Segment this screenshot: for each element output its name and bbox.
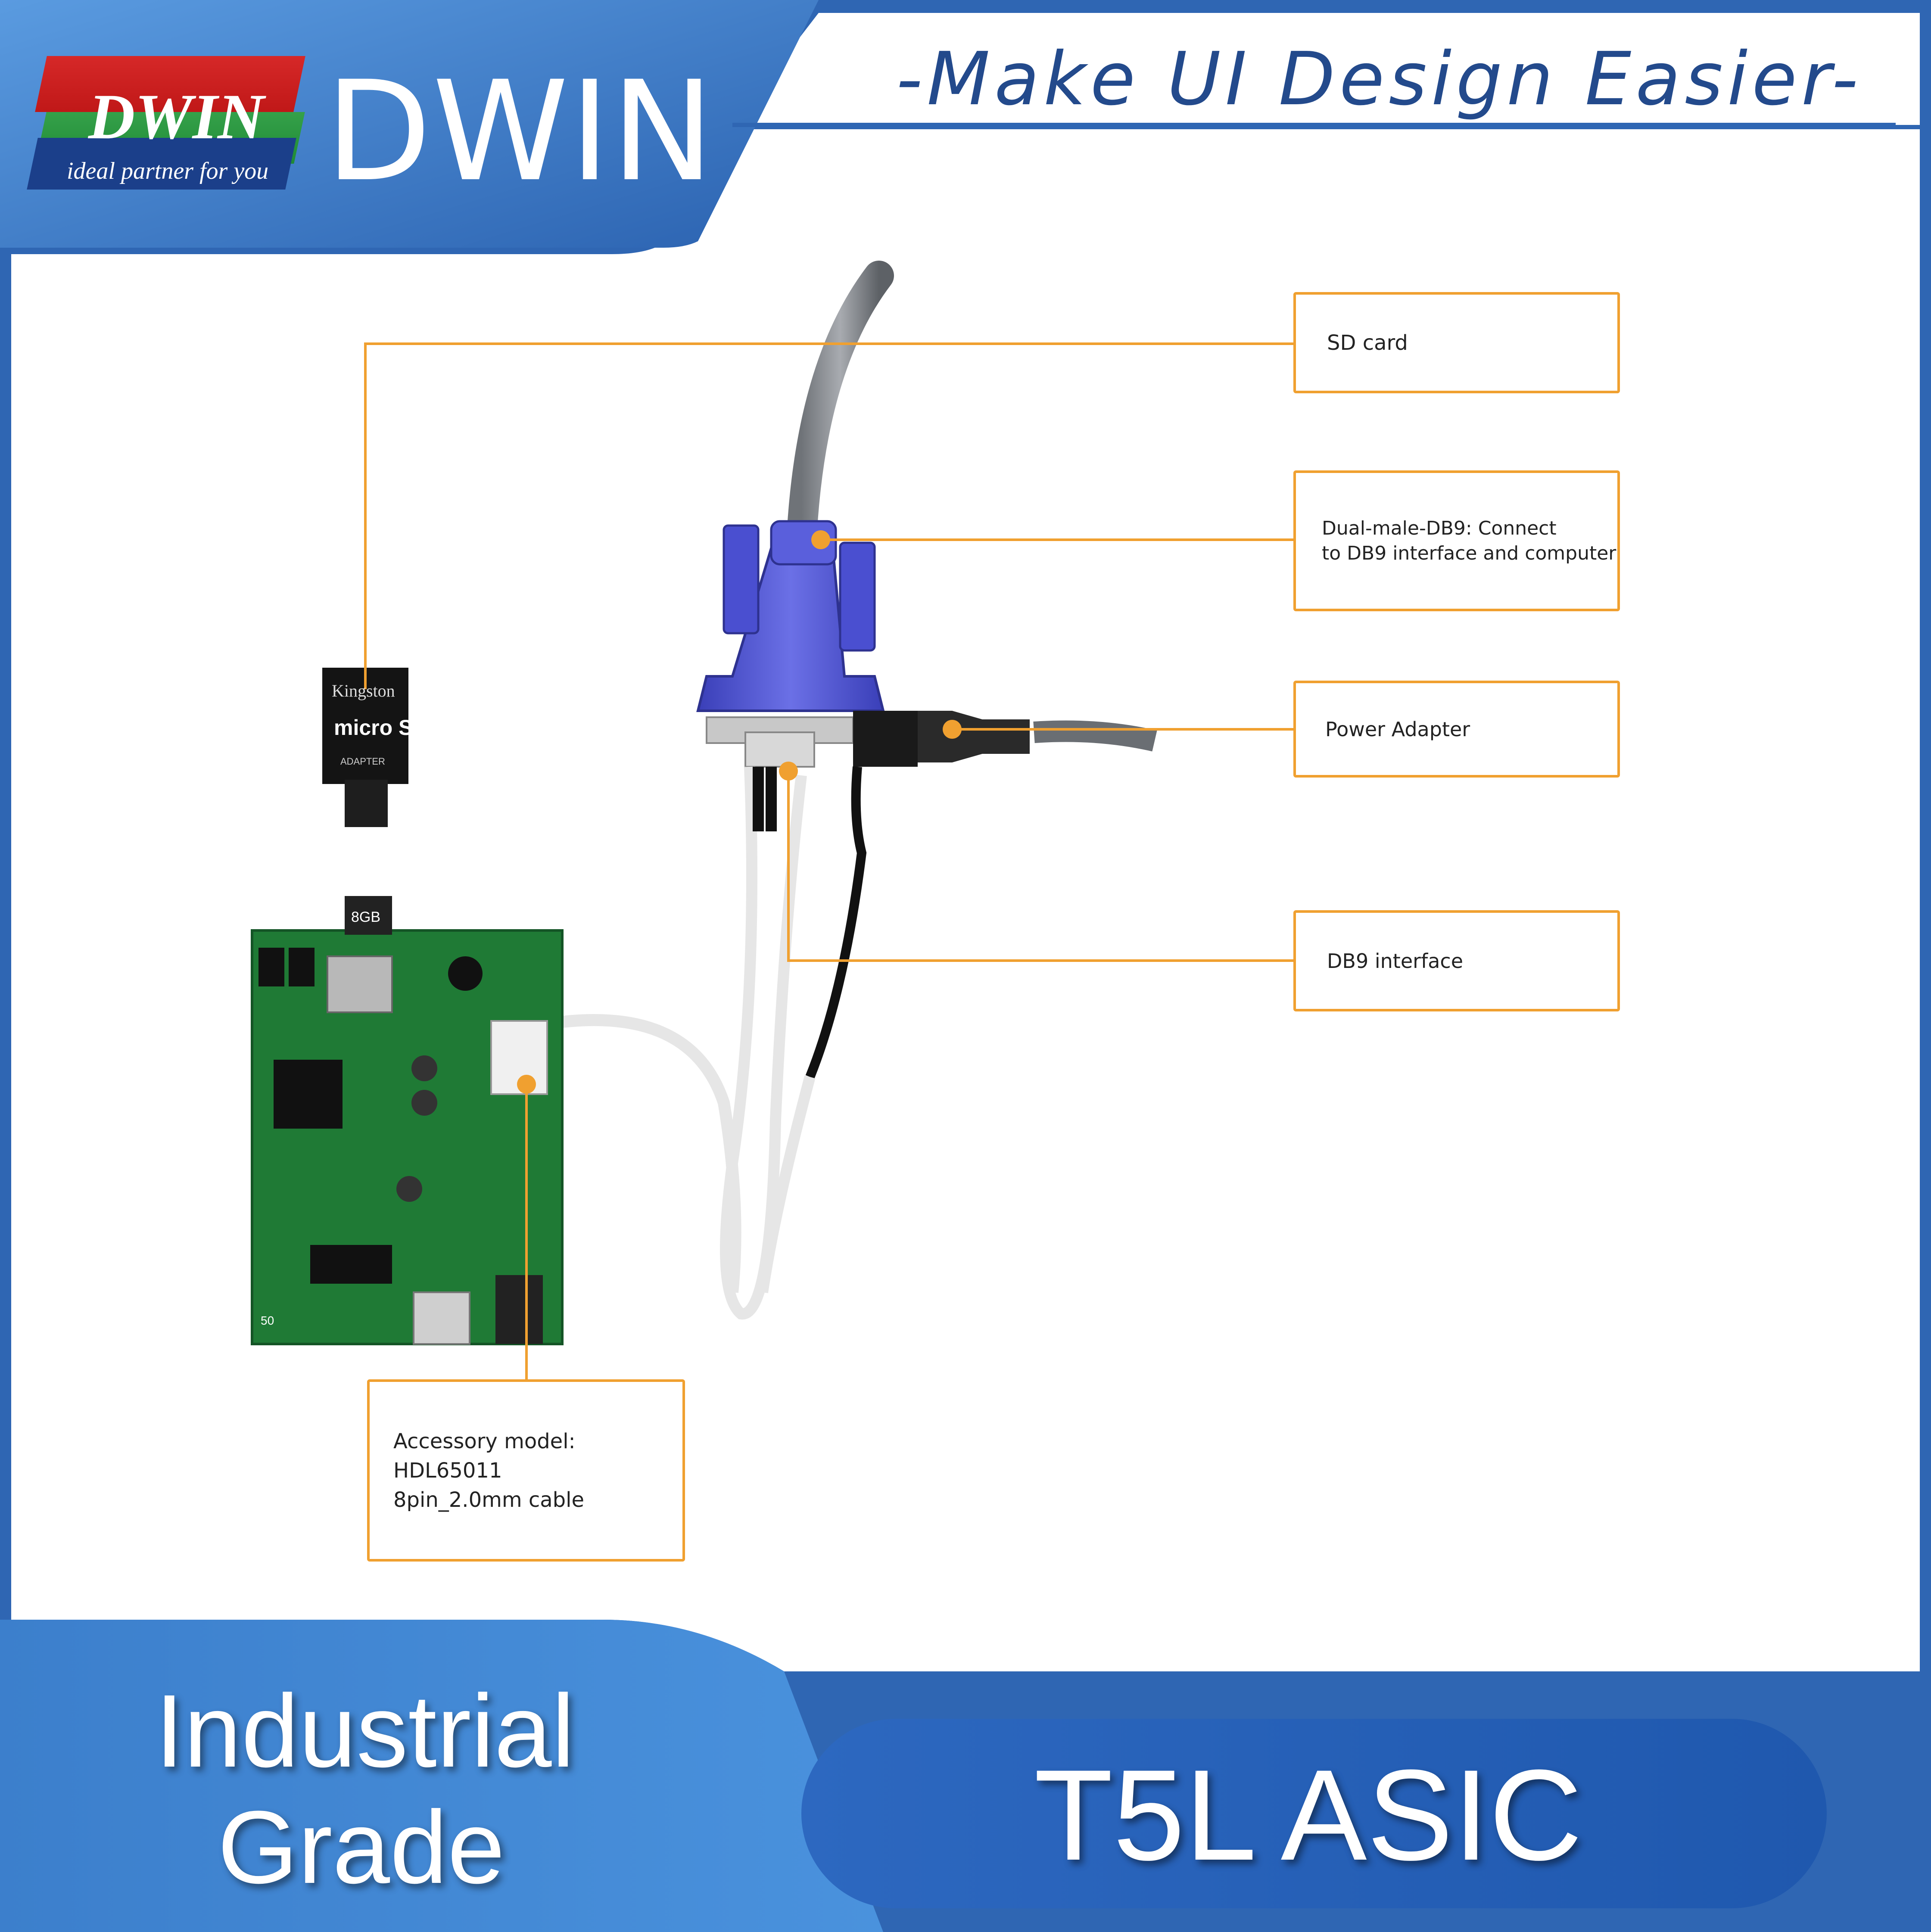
board-number-label: 50 [261, 1314, 274, 1327]
callout-power-adapter: Power Adapter [1293, 681, 1620, 778]
callout-sd-card: SD card [1293, 292, 1620, 393]
callout-db9-interface-text: DB9 interface [1327, 949, 1464, 973]
callout-db9-male-line1: Dual-male-DB9: Connect [1322, 517, 1557, 539]
tagline: -Make UI Design Easier- [896, 37, 1862, 122]
sd-adapter-label: ADAPTER [340, 756, 385, 767]
callout-sd-card-text: SD card [1327, 330, 1408, 355]
footer-product: T5L ASIC [1034, 1742, 1582, 1887]
callout-db9-interface: DB9 interface [1293, 910, 1620, 1011]
callout-accessory-line2: 8pin_2.0mm cable [393, 1487, 585, 1512]
brand-name: DWIN [325, 52, 715, 212]
sd-type-label: micro SD [334, 716, 429, 740]
callout-db9-male-line2: to DB9 interface and computer [1322, 542, 1616, 564]
footer-industrial: Industrial [155, 1673, 575, 1789]
card-capacity-label: 8GB [351, 909, 381, 925]
logo-slogan: ideal partner for you [67, 158, 269, 184]
logo-badge-text: DWIN [88, 81, 265, 152]
callout-power-adapter-text: Power Adapter [1325, 717, 1470, 741]
sd-brand-label: Kingston [332, 681, 395, 700]
callout-accessory: Accessory model: HDL65011 8pin_2.0mm cab… [367, 1379, 685, 1562]
callout-accessory-line1: Accessory model: HDL65011 [393, 1429, 576, 1483]
footer-grade: Grade [218, 1789, 505, 1905]
callout-db9-male: Dual-male-DB9: Connect to DB9 interface … [1293, 470, 1620, 611]
logo-badge: DWIN ideal partner for you [27, 56, 305, 190]
